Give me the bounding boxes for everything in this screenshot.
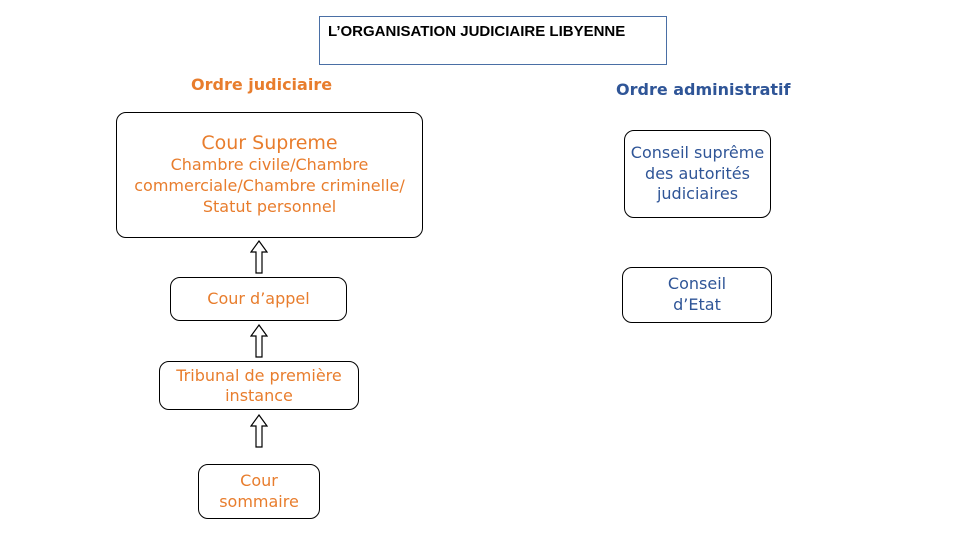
page-title: L’ORGANISATION JUDICIAIRE LIBYENNE bbox=[319, 16, 667, 65]
hollow-up-arrow-icon bbox=[250, 324, 268, 358]
supreme-court-title: Cour Supreme bbox=[201, 132, 338, 155]
summary-court-node: Cour sommaire bbox=[198, 464, 320, 519]
state-council-label: Conseil bbox=[667, 274, 727, 294]
supreme-council-label: Conseil suprême bbox=[630, 142, 765, 162]
supreme-court-line: commerciale/Chambre criminelle/ bbox=[134, 176, 405, 195]
appeal-court-label: Cour d’appel bbox=[207, 288, 310, 308]
first-instance-label: instance bbox=[225, 385, 293, 405]
supreme-council-label: des autorités bbox=[645, 163, 750, 183]
state-council-label: d’Etat bbox=[673, 295, 721, 314]
first-instance-court-node: Tribunal de première instance bbox=[159, 361, 359, 410]
summary-court-label: sommaire bbox=[219, 491, 299, 511]
state-council-node: Conseil d’Etat bbox=[622, 267, 772, 323]
supreme-court-node: Cour Supreme Chambre civile/Chambre comm… bbox=[116, 112, 423, 238]
appeal-court-node: Cour d’appel bbox=[170, 277, 347, 321]
hollow-up-arrow-icon bbox=[250, 414, 268, 448]
first-instance-label: Tribunal de première bbox=[176, 365, 342, 385]
supreme-judicial-council-node: Conseil suprême des autorités judiciaire… bbox=[624, 130, 771, 218]
hollow-up-arrow-icon bbox=[250, 240, 268, 274]
judicial-order-heading: Ordre judiciaire bbox=[191, 75, 333, 94]
supreme-council-label: judiciaires bbox=[656, 184, 739, 204]
administrative-order-heading: Ordre administratif bbox=[616, 80, 791, 99]
supreme-court-line: Statut personnel bbox=[202, 196, 337, 216]
summary-court-label: Cour bbox=[240, 470, 278, 490]
supreme-court-line: Chambre civile/Chambre bbox=[170, 155, 369, 175]
